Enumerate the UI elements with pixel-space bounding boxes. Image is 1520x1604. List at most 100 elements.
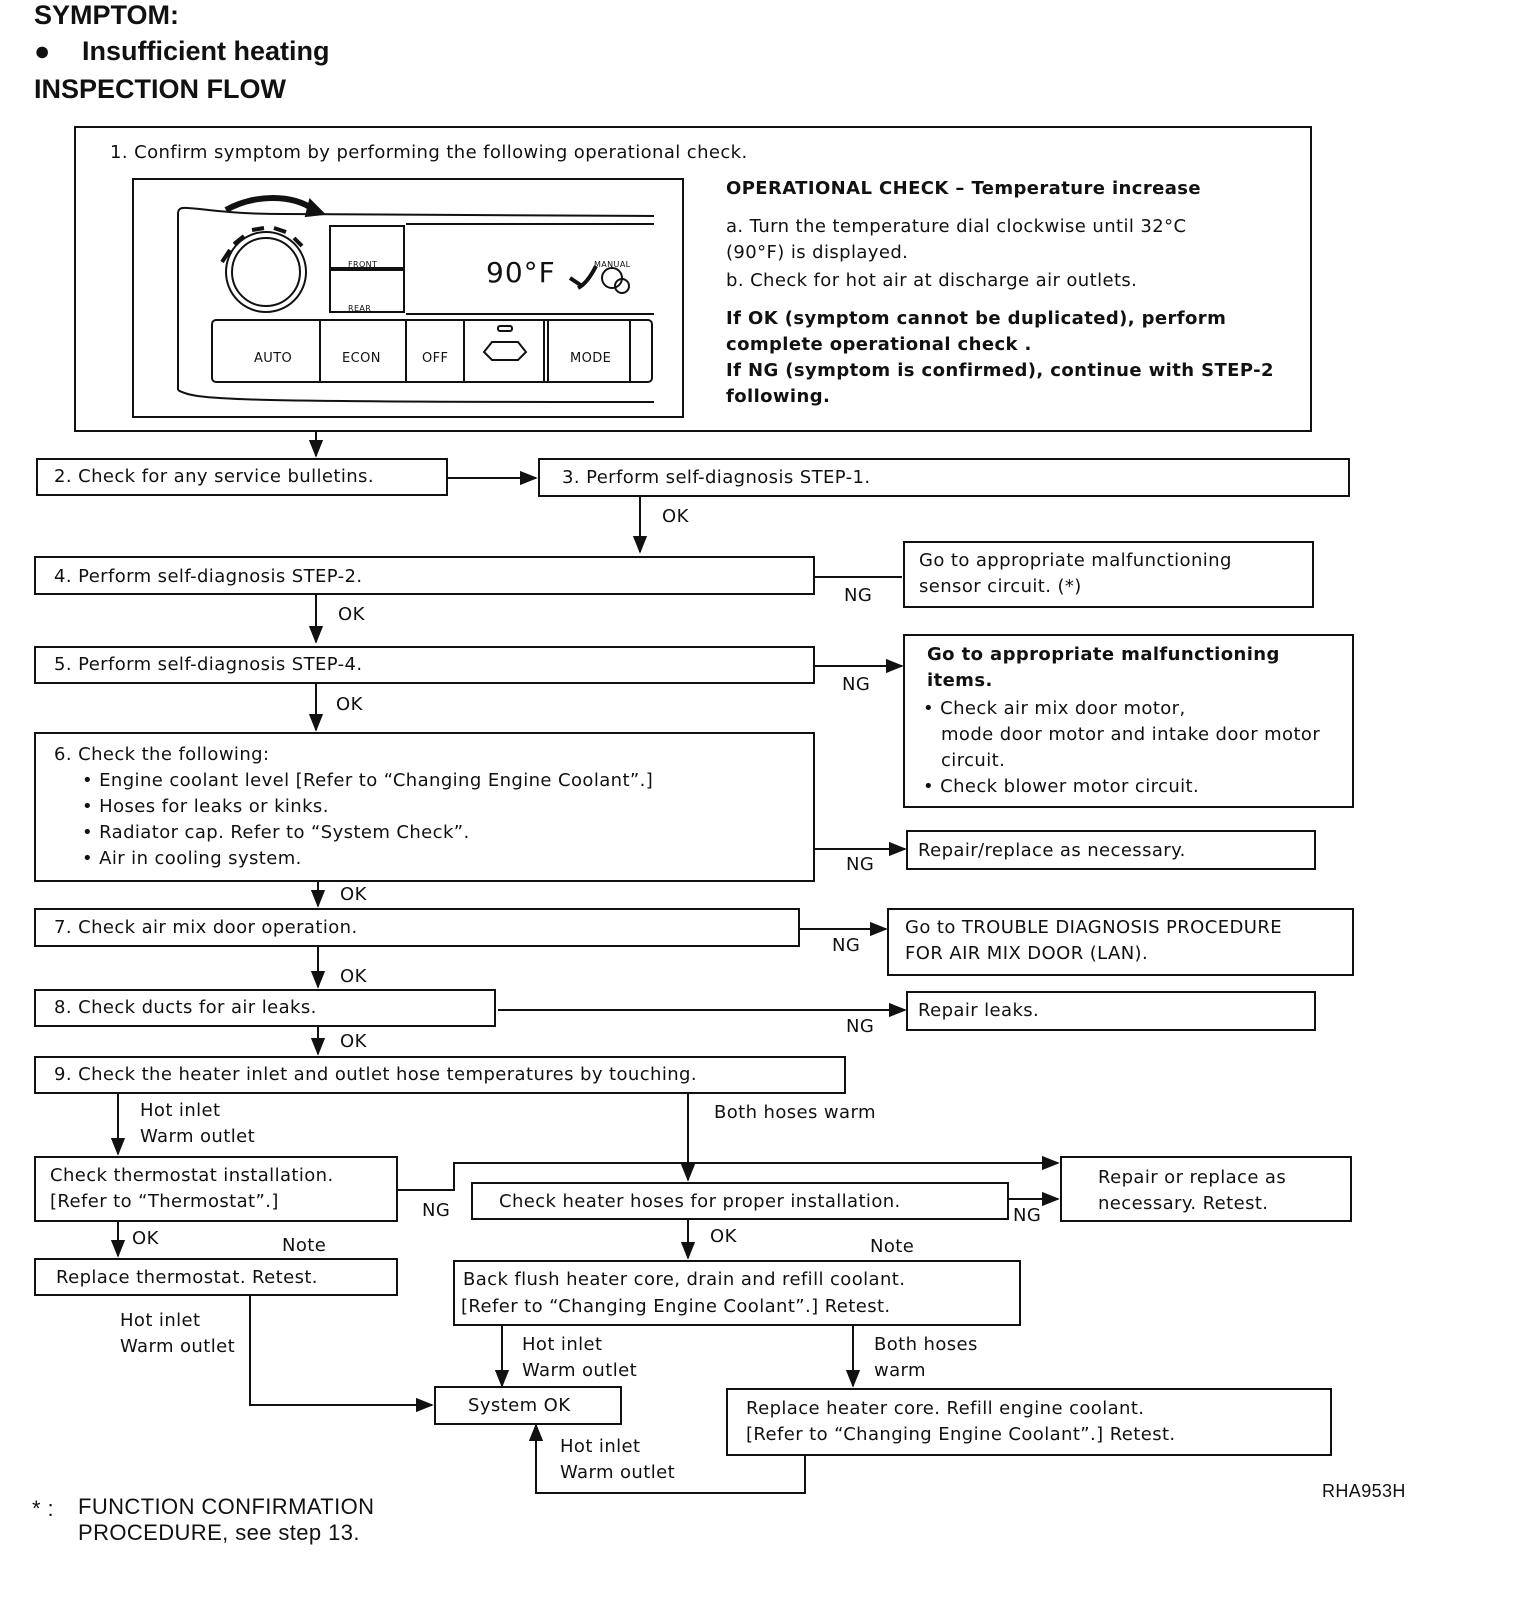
items-bullet1-line2: mode door motor and intake door motor [941, 724, 1321, 745]
control-panel-drawing [177, 195, 655, 403]
sensor-line2: sensor circuit. (*) [919, 576, 1082, 597]
ok-label-step3: OK [662, 506, 689, 527]
both-hoses-warm-label: Both hoses warm [714, 1102, 876, 1123]
inspection-flow-title: INSPECTION FLOW [34, 74, 286, 104]
airmix-line2: FOR AIR MIX DOOR (LAN). [905, 943, 1149, 964]
hot-inlet-label-2: Hot inlet [120, 1310, 201, 1331]
figure-code: RHA953H [1322, 1481, 1406, 1501]
step9-box: 9. Check the heater inlet and outlet hos… [34, 1056, 846, 1094]
replace-heater-core-box: Replace heater core. Refill engine coola… [726, 1388, 1332, 1456]
panel-mode-button: MODE [570, 351, 612, 366]
note-label-1: Note [282, 1235, 327, 1256]
warm-label: warm [874, 1360, 926, 1381]
check-a-line1: a. Turn the temperature dial clockwise u… [726, 216, 1187, 237]
repair-retest-line1: Repair or replace as [1098, 1167, 1287, 1188]
hot-inlet-label-1: Hot inlet [140, 1100, 221, 1121]
ng-label-hoses: NG [1013, 1205, 1042, 1226]
ok-instruction-line1: If OK (symptom cannot be duplicated), pe… [726, 308, 1227, 329]
back-flush-line1: Back flush heater core, drain and refill… [463, 1269, 906, 1290]
warm-outlet-label-4: Warm outlet [560, 1462, 676, 1483]
ok-label-step7: OK [340, 966, 367, 987]
step6-title: 6. Check the following: [54, 744, 270, 765]
step9-text: 9. Check the heater inlet and outlet hos… [54, 1064, 697, 1085]
heater-hoses-box: Check heater hoses for proper installati… [471, 1182, 1009, 1220]
replace-thermostat-text: Replace thermostat. Retest. [56, 1267, 318, 1288]
ng-label-step4: NG [844, 585, 873, 606]
check-b-line: b. Check for hot air at discharge air ou… [726, 270, 1138, 291]
repair-leaks-text: Repair leaks. [918, 1000, 1040, 1021]
panel-front-label: FRONT [348, 260, 378, 269]
hot-inlet-label-4: Hot inlet [560, 1436, 641, 1457]
repair-leaks-box: Repair leaks. [906, 991, 1316, 1031]
hot-inlet-label-3: Hot inlet [522, 1334, 603, 1355]
step7-box: 7. Check air mix door operation. [34, 908, 800, 947]
panel-rear-label: REAR [348, 304, 372, 313]
ok-label-step8: OK [340, 1031, 367, 1052]
step8-box: 8. Check ducts for air leaks. [34, 989, 496, 1027]
replace-thermostat-box: Replace thermostat. Retest. [34, 1258, 398, 1296]
ng-label-step8: NG [846, 1016, 875, 1037]
replace-core-line2: [Refer to “Changing Engine Coolant”.] Re… [746, 1424, 1176, 1445]
ng-instruction-line2: following. [726, 386, 831, 407]
panel-temp-display: 90°F [486, 256, 556, 289]
step6-item-hoses: • Hoses for leaks or kinks. [82, 796, 329, 817]
step4-box: 4. Perform self-diagnosis STEP-2. [34, 556, 815, 595]
footnote-asterisk: * : [32, 1496, 54, 1521]
footnote-line2: PROCEDURE, see step 13. [78, 1520, 360, 1545]
system-ok-box: System OK [434, 1386, 622, 1425]
step5-box: 5. Perform self-diagnosis STEP-4. [34, 646, 815, 684]
step6-item-coolant: • Engine coolant level [Refer to “Changi… [82, 770, 654, 791]
system-ok-text: System OK [468, 1395, 571, 1416]
step5-text: 5. Perform self-diagnosis STEP-4. [54, 654, 363, 675]
ng-label-step6: NG [846, 854, 875, 875]
step6-item-air: • Air in cooling system. [82, 848, 302, 869]
step2-box: 2. Check for any service bulletins. [36, 458, 448, 496]
thermostat-line2: [Refer to “Thermostat”.] [50, 1191, 279, 1212]
sensor-line1: Go to appropriate malfunctioning [919, 550, 1232, 571]
panel-econ-button: ECON [342, 351, 381, 366]
ok-label-hoses: OK [710, 1226, 737, 1247]
symptom-bullet: ● [34, 36, 51, 66]
ok-label-step4: OK [338, 604, 365, 625]
items-bullet2: • Check blower motor circuit. [923, 776, 1200, 797]
ok-label-step5: OK [336, 694, 363, 715]
operational-check-title: OPERATIONAL CHECK – Temperature increase [726, 178, 1201, 199]
check-a-line2: (90°F) is displayed. [726, 242, 909, 263]
repair-retest-line2: necessary. Retest. [1098, 1193, 1269, 1214]
items-title1: Go to appropriate malfunctioning [927, 644, 1280, 665]
panel-auto-button: AUTO [254, 351, 293, 366]
control-panel-illustration: 90°F MANUAL FRONT REAR AUTO ECON OFF MOD… [132, 178, 684, 418]
repair-replace-text: Repair/replace as necessary. [918, 840, 1186, 861]
step6-box: 6. Check the following: • Engine coolant… [34, 732, 815, 882]
ok-label-thermostat: OK [132, 1228, 159, 1249]
repair-replace-box: Repair/replace as necessary. [906, 830, 1316, 870]
both-hoses-label: Both hoses [874, 1334, 978, 1355]
ng-label-step5: NG [842, 674, 871, 695]
thermostat-line1: Check thermostat installation. [50, 1165, 334, 1186]
malfunction-items-box: Go to appropriate malfunctioning items. … [903, 634, 1354, 808]
airmix-procedure-box: Go to TROUBLE DIAGNOSIS PROCEDURE FOR AI… [887, 908, 1354, 976]
items-bullet1-line1: • Check air mix door motor, [923, 698, 1186, 719]
symptom-heading: SYMPTOM: [34, 0, 180, 30]
ng-label-step7: NG [832, 935, 861, 956]
replace-core-line1: Replace heater core. Refill engine coola… [746, 1398, 1145, 1419]
step8-text: 8. Check ducts for air leaks. [54, 997, 317, 1018]
back-flush-line2: [Refer to “Changing Engine Coolant”.] Re… [461, 1296, 891, 1317]
symptom-item: Insufficient heating [82, 36, 330, 66]
step3-text: 3. Perform self-diagnosis STEP-1. [562, 467, 871, 488]
ok-instruction-line2: complete operational check . [726, 334, 1032, 355]
back-flush-box: Back flush heater core, drain and refill… [453, 1260, 1021, 1326]
thermostat-install-box: Check thermostat installation. [Refer to… [34, 1156, 398, 1222]
airmix-line1: Go to TROUBLE DIAGNOSIS PROCEDURE [905, 917, 1283, 938]
ng-instruction-line1: If NG (symptom is confirmed), continue w… [726, 360, 1274, 381]
step7-text: 7. Check air mix door operation. [54, 917, 358, 938]
panel-off-button: OFF [422, 351, 449, 366]
step1-box: 1. Confirm symptom by performing the fol… [74, 126, 1312, 432]
ng-label-thermostat: NG [422, 1200, 451, 1221]
warm-outlet-label-3: Warm outlet [522, 1360, 638, 1381]
items-bullet1-line3: circuit. [941, 750, 1006, 771]
warm-outlet-label-2: Warm outlet [120, 1336, 236, 1357]
step6-item-radiator: • Radiator cap. Refer to “System Check”. [82, 822, 470, 843]
panel-manual-label: MANUAL [594, 260, 631, 269]
